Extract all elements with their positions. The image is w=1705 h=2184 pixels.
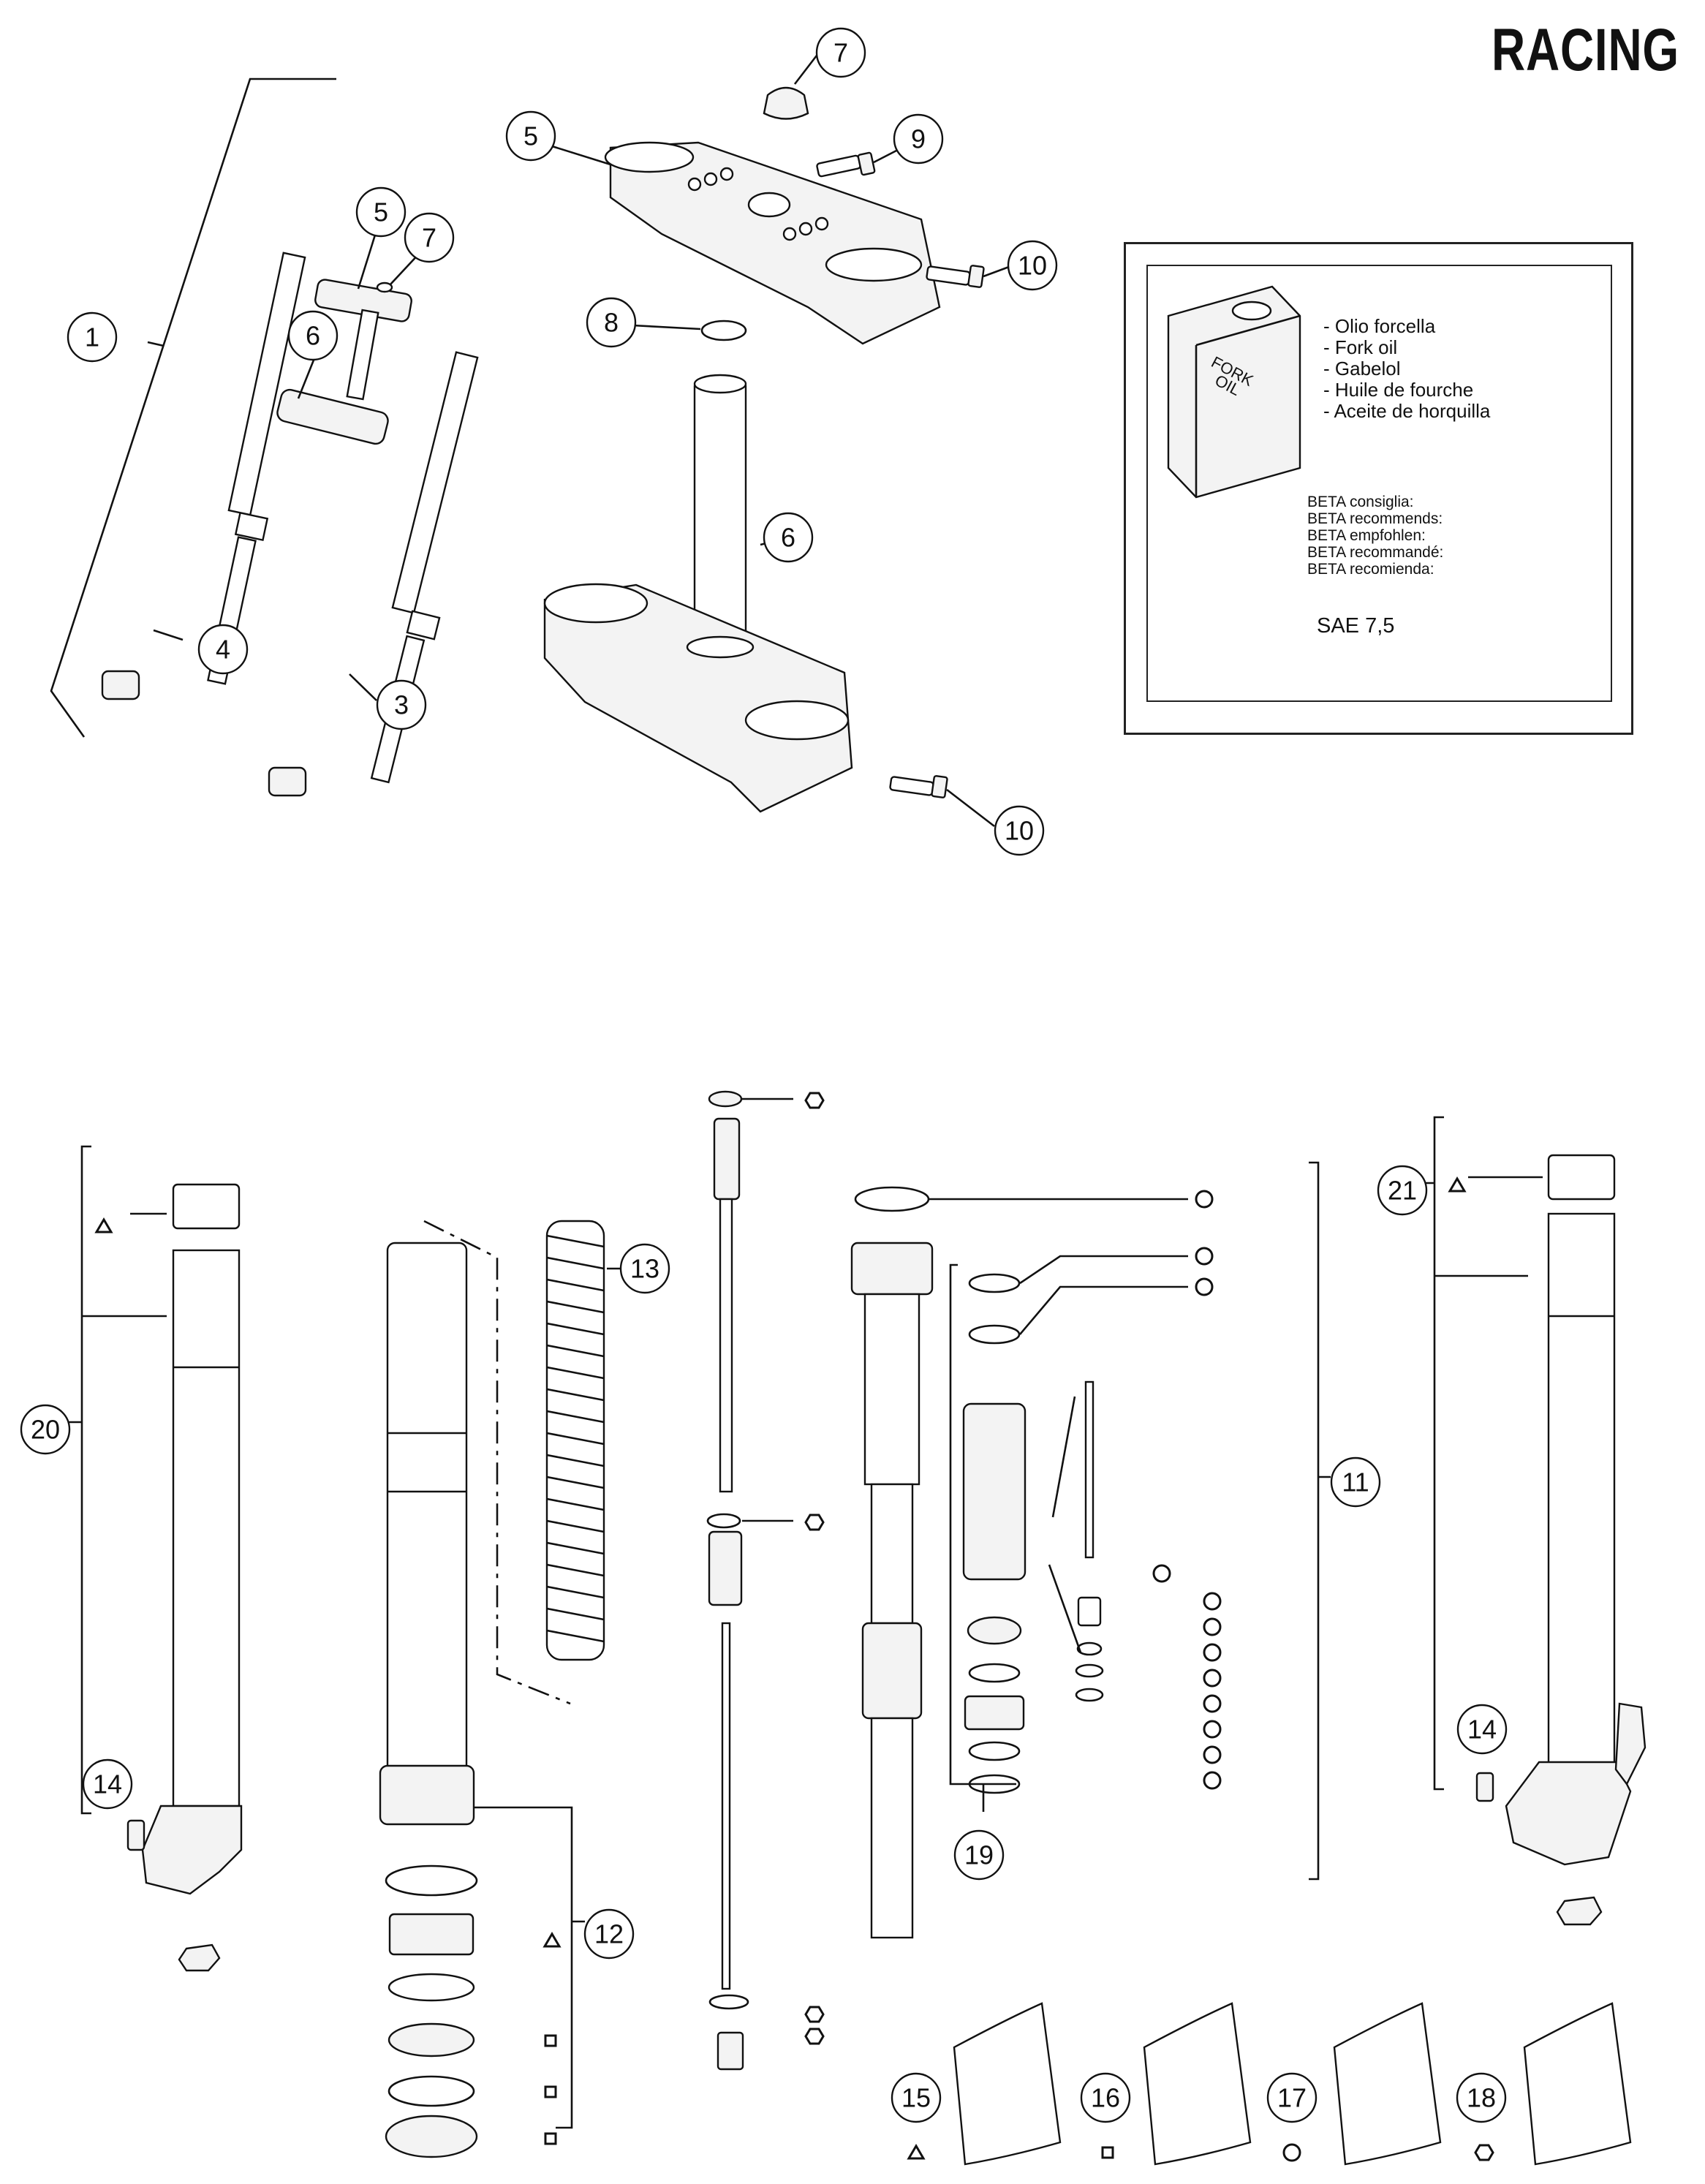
oil-recommends-list: BETA consiglia: BETA recommends: BETA em… [1307, 494, 1443, 578]
symbol-markers [94, 1092, 1494, 2162]
damper-valve [706, 1513, 749, 2071]
oil-name-it: - Olio forcella [1323, 315, 1436, 337]
o-ring [700, 320, 747, 341]
callout-8: 8 [604, 308, 619, 338]
callout-21: 21 [1388, 1176, 1417, 1206]
callout-6: 6 [306, 321, 320, 351]
callout-11: 11 [1342, 1467, 1369, 1497]
callout-19: 19 [964, 1840, 994, 1870]
fork-oil-box [1124, 242, 1633, 735]
callout-labels: 1 3 4 5 6 7 5 7 9 10 8 6 10 13 12 20 14 … [20, 27, 1508, 2123]
callout-4: 4 [216, 635, 230, 665]
inner-tube [379, 1220, 571, 1826]
page-title: RACING [1492, 17, 1679, 83]
seal-kit [385, 1864, 478, 2158]
fork-assembly-overview [50, 78, 479, 797]
callout-16: 16 [1091, 2083, 1120, 2113]
piston-kit [962, 1273, 1104, 1794]
upper-bolt [816, 151, 876, 178]
oil-name-fr: - Huile de fourche [1323, 379, 1474, 401]
oil-rec-it: BETA consiglia: [1307, 494, 1414, 510]
callout-17: 17 [1277, 2083, 1307, 2113]
callout-1: 1 [85, 322, 99, 352]
callout-15: 15 [901, 2083, 931, 2113]
callout-9: 9 [911, 124, 926, 154]
oil-rec-fr: BETA recommandé: [1307, 544, 1444, 561]
callout-18: 18 [1467, 2083, 1496, 2113]
callout-12: 12 [594, 1919, 624, 1949]
upper-triple-clamp [604, 141, 941, 345]
oil-grade: SAE 7,5 [1317, 614, 1395, 638]
oil-rec-es: BETA recomienda: [1307, 561, 1434, 578]
bar-clamp-cap [763, 86, 809, 120]
fork-oil-can: FORK OIL [1167, 285, 1301, 499]
cartridge-tube [850, 1186, 934, 1939]
bracket-12 [466, 1806, 573, 2129]
service-kit-bags [953, 2002, 1632, 2166]
callout-5b: 5 [523, 121, 538, 151]
side-bolt-lower [889, 775, 948, 798]
callout-10: 10 [1018, 251, 1047, 281]
callout-7b: 7 [833, 38, 848, 68]
outer-tube-right [1475, 1154, 1647, 1926]
callout-5: 5 [374, 197, 388, 227]
fork-spring [545, 1220, 605, 1661]
callout-14b: 14 [1467, 1715, 1497, 1745]
callout-20: 20 [31, 1415, 60, 1445]
oil-rec-en: BETA recommends: [1307, 510, 1443, 527]
bracket-21 [1433, 1116, 1444, 1791]
damper-rod-upper [708, 1090, 743, 1493]
bracket-20 [80, 1145, 91, 1815]
outer-tube-left [126, 1183, 243, 1972]
callout-6b: 6 [781, 523, 795, 553]
fork-oil-inner-frame [1146, 265, 1612, 702]
callout-7: 7 [422, 223, 436, 253]
callout-10b: 10 [1005, 816, 1034, 846]
oil-name-en: - Fork oil [1323, 336, 1398, 358]
callout-3: 3 [394, 690, 409, 720]
callout-13: 13 [630, 1254, 659, 1284]
oil-rec-de: BETA empfohlen: [1307, 527, 1426, 544]
side-bolt-upper [926, 265, 985, 288]
bracket-11 [1309, 1161, 1320, 1881]
callout-14: 14 [93, 1769, 122, 1799]
oil-names-list: - Olio forcella - Fork oil - Gabelol - H… [1323, 316, 1490, 422]
oil-name-es: - Aceite de horquilla [1323, 400, 1491, 422]
oil-name-de: - Gabelol [1323, 358, 1401, 379]
lower-triple-clamp [543, 374, 853, 813]
